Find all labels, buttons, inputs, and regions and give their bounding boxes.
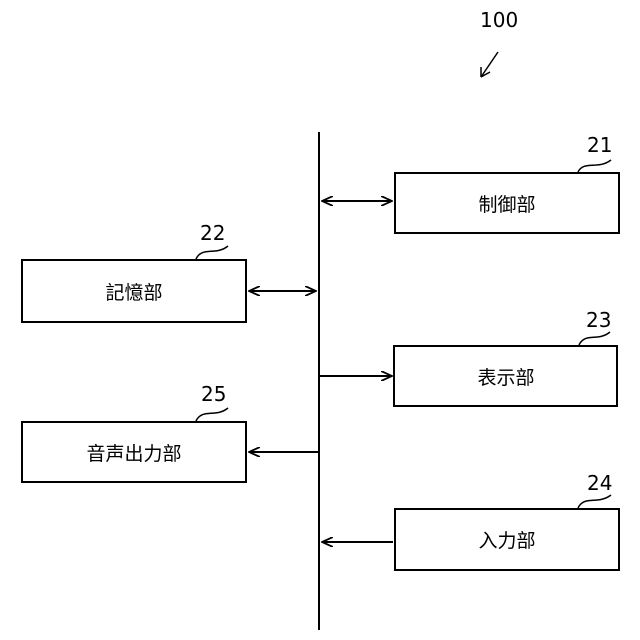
block-audio-output: 音声出力部 [22, 422, 246, 482]
control-ref-leader [578, 160, 611, 172]
display-ref-number: 23 [586, 308, 611, 332]
display-label: 表示部 [477, 367, 534, 389]
system-ref-arrow [481, 52, 498, 77]
display-ref-leader [579, 332, 610, 345]
storage-label: 記憶部 [105, 282, 162, 304]
audio-output-label: 音声出力部 [86, 443, 181, 465]
input-label: 入力部 [478, 530, 535, 552]
storage-ref-number: 22 [200, 221, 225, 245]
storage-ref-leader [196, 246, 228, 259]
block-input: 入力部 [395, 509, 619, 570]
block-control: 制御部 [395, 173, 619, 233]
control-label: 制御部 [478, 194, 535, 216]
audio-output-ref-number: 25 [201, 382, 226, 406]
input-ref-number: 24 [587, 471, 612, 495]
audio-output-ref-leader [196, 408, 228, 421]
control-ref-number: 21 [587, 133, 612, 157]
system-ref-number: 100 [480, 8, 518, 32]
block-display: 表示部 [394, 346, 617, 406]
block-storage: 記憶部 [22, 260, 246, 322]
input-ref-leader [578, 495, 611, 508]
